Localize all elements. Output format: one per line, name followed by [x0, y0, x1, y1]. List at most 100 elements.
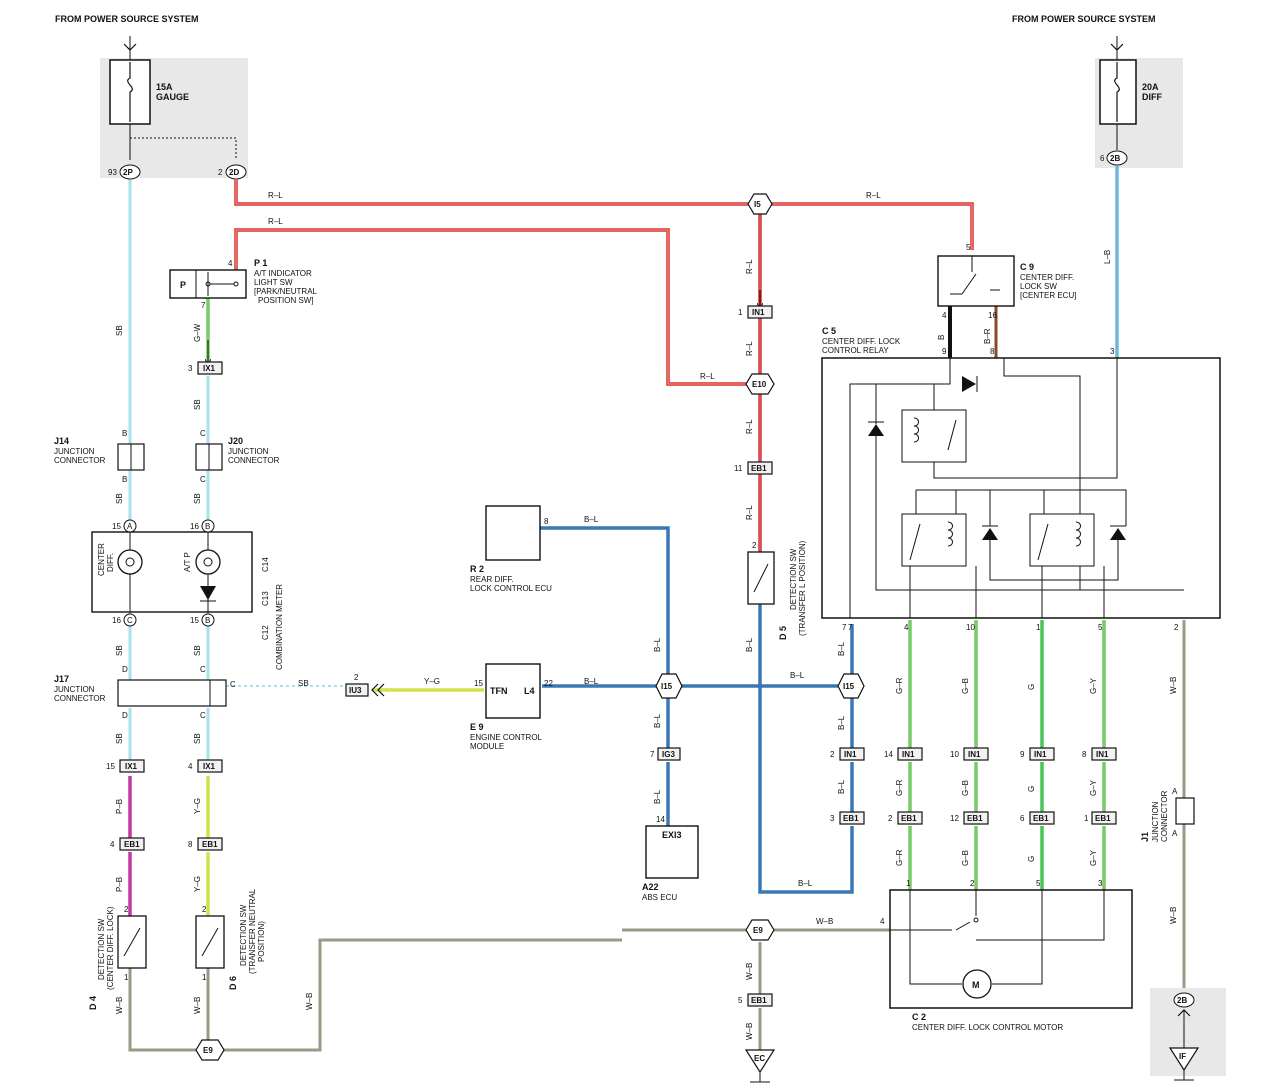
component-E9-ECM: TFN L4 15 22 E 9 ENGINE CONTROL MODULE	[470, 663, 553, 751]
svg-text:J20: J20	[228, 436, 243, 446]
svg-text:IN1: IN1	[902, 750, 915, 759]
svg-text:P: P	[180, 280, 186, 290]
svg-text:C: C	[200, 665, 206, 674]
svg-text:(CENTER DIFF. LOCK): (CENTER DIFF. LOCK)	[106, 906, 115, 990]
svg-text:B: B	[122, 475, 127, 484]
svg-text:C13: C13	[261, 591, 270, 606]
svg-text:8: 8	[990, 347, 995, 356]
fuse-gauge-name: GAUGE	[156, 92, 189, 102]
svg-text:G–R: G–R	[895, 677, 904, 694]
svg-text:9: 9	[942, 347, 947, 356]
power-source-label-left: FROM POWER SOURCE SYSTEM	[55, 14, 199, 24]
conn-EB1-ground: EB1 5	[738, 993, 773, 1007]
svg-text:SB: SB	[193, 493, 202, 504]
relay-switch-1	[901, 513, 967, 567]
svg-text:B–L: B–L	[653, 713, 662, 728]
svg-text:A/T P: A/T P	[183, 552, 192, 572]
svg-text:B: B	[205, 522, 210, 531]
svg-text:W–B: W–B	[745, 963, 754, 980]
conn-IG3: IG3 7	[650, 747, 681, 761]
svg-text:12: 12	[950, 814, 959, 823]
svg-text:IN1: IN1	[752, 308, 765, 317]
diode-icon	[1110, 528, 1126, 540]
svg-text:14: 14	[884, 750, 893, 759]
svg-text:15: 15	[112, 522, 121, 531]
svg-text:R–L: R–L	[745, 341, 754, 356]
svg-text:I15: I15	[843, 682, 855, 691]
conn-IX1-right: IX1 4	[188, 759, 223, 773]
svg-text:C: C	[200, 475, 206, 484]
svg-text:W–B: W–B	[305, 993, 314, 1010]
svg-text:2D: 2D	[229, 168, 239, 177]
svg-text:R–L: R–L	[745, 419, 754, 434]
svg-text:D 4: D 4	[88, 996, 98, 1010]
svg-text:DETECTION SW: DETECTION SW	[239, 904, 248, 966]
svg-text:I15: I15	[661, 682, 673, 691]
svg-text:JUNCTION: JUNCTION	[228, 447, 269, 456]
svg-text:CONTROL RELAY: CONTROL RELAY	[822, 346, 889, 355]
svg-text:B–R: B–R	[983, 328, 992, 344]
conn-EB1-gy: EB1 1	[1084, 811, 1117, 825]
svg-text:W–B: W–B	[1169, 677, 1178, 694]
svg-text:16: 16	[112, 616, 121, 625]
svg-text:C: C	[230, 680, 236, 689]
svg-text:M: M	[972, 980, 980, 990]
svg-text:A: A	[1172, 787, 1178, 796]
svg-text:J1: J1	[1140, 832, 1150, 842]
lamp-icon	[195, 549, 221, 575]
svg-text:G–B: G–B	[961, 678, 970, 694]
svg-text:5: 5	[1098, 623, 1103, 632]
svg-text:R–L: R–L	[745, 259, 754, 274]
svg-text:LOCK SW: LOCK SW	[1020, 282, 1057, 291]
svg-text:10: 10	[966, 623, 975, 632]
conn-EB1-b: EB1 3	[830, 811, 865, 825]
relay-switch-2	[1029, 513, 1095, 567]
svg-text:G: G	[1027, 684, 1036, 690]
power-source-label-right: FROM POWER SOURCE SYSTEM	[1012, 14, 1156, 24]
conn-IN1-b: IN1 2	[830, 747, 865, 761]
svg-text:(TRANSFER NEUTRAL: (TRANSFER NEUTRAL	[248, 888, 257, 974]
svg-text:J14: J14	[54, 436, 69, 446]
lamp-icon	[117, 549, 143, 575]
svg-text:3: 3	[188, 364, 193, 373]
component-A22: EXI3 14 A22 ABS ECU	[642, 815, 699, 902]
svg-text:ABS ECU: ABS ECU	[642, 893, 677, 902]
svg-text:D 5: D 5	[778, 626, 788, 640]
svg-text:EB1: EB1	[901, 814, 917, 823]
component-P1: P 4 7 P 1 A/T INDICATOR LIGHT SW [PARK/N…	[169, 258, 318, 310]
svg-text:14: 14	[656, 815, 665, 824]
diode-icon	[962, 376, 976, 392]
svg-text:1: 1	[202, 973, 207, 982]
svg-text:SB: SB	[193, 733, 202, 744]
conn-EB1-gb: EB1 12	[950, 811, 989, 825]
conn-EB1-g: EB1 6	[1020, 811, 1055, 825]
svg-text:IG3: IG3	[662, 750, 675, 759]
svg-text:A: A	[1172, 829, 1178, 838]
svg-text:IX1: IX1	[125, 762, 138, 771]
svg-text:IN1: IN1	[1034, 750, 1047, 759]
ground-EC: EC	[744, 1049, 776, 1083]
svg-text:[CENTER ECU]: [CENTER ECU]	[1020, 291, 1076, 300]
svg-text:C: C	[200, 711, 206, 720]
svg-text:W–B: W–B	[115, 997, 124, 1014]
svg-text:C14: C14	[261, 557, 270, 572]
component-C2: 1 2 5 3 4 M C 2 CENTER DIFF. LOCK CONTRO…	[880, 879, 1133, 1032]
svg-text:R–L: R–L	[268, 191, 283, 200]
conn-EB1-gr: EB1 2	[888, 811, 923, 825]
svg-text:R–L: R–L	[866, 191, 881, 200]
svg-text:8: 8	[188, 840, 193, 849]
svg-text:SB: SB	[115, 645, 124, 656]
conn-IN1-gb: IN1 10	[950, 747, 989, 761]
svg-text:2: 2	[354, 673, 359, 682]
svg-text:P 1: P 1	[254, 258, 267, 268]
splice-I15-right: I15	[837, 673, 865, 699]
svg-text:2: 2	[752, 541, 757, 550]
svg-text:B–L: B–L	[584, 515, 599, 524]
conn-IN1-gy: IN1 8	[1082, 747, 1117, 761]
svg-text:DIFF.: DIFF.	[106, 553, 115, 572]
splice-E9-left: E9	[195, 1039, 225, 1061]
svg-text:DETECTION SW: DETECTION SW	[97, 918, 106, 980]
svg-text:B: B	[937, 335, 946, 340]
svg-text:3: 3	[1098, 879, 1103, 888]
